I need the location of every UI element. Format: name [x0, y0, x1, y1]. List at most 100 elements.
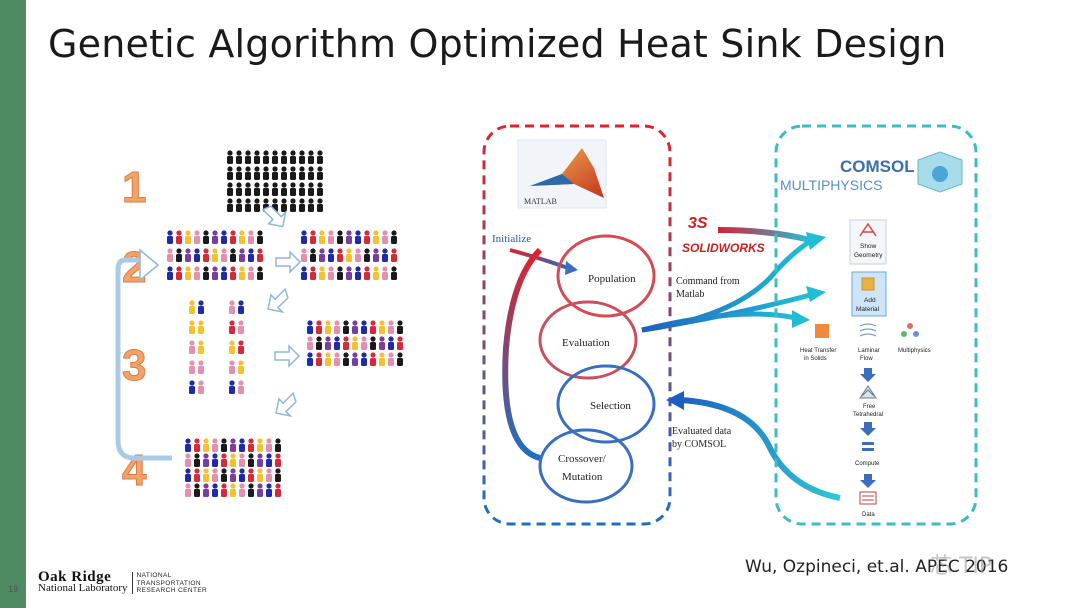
person-icon: [299, 150, 305, 164]
person-icon: [316, 336, 322, 350]
person-icon: [221, 438, 227, 452]
ga-cycle: [538, 234, 656, 504]
person-icon: [230, 230, 236, 244]
person-icon: [203, 230, 209, 244]
person-icon: [319, 266, 325, 280]
person-icon: [198, 320, 204, 334]
person-icon: [212, 453, 218, 467]
person-icon: [346, 266, 352, 280]
person-icon: [248, 248, 254, 262]
person-icon: [275, 483, 281, 497]
person-icon: [346, 248, 352, 262]
person-icon: [373, 230, 379, 244]
person-icon: [194, 468, 200, 482]
command-label-1: Command from: [676, 276, 740, 287]
person-icon: [185, 483, 191, 497]
person-icon: [325, 336, 331, 350]
person-icon: [245, 198, 251, 212]
person-icon: [194, 266, 200, 280]
svg-text:Tetrahedral: Tetrahedral: [853, 412, 883, 418]
cycle-selection: Selection: [590, 400, 631, 412]
person-icon: [203, 266, 209, 280]
command-label-2: Matlab: [676, 289, 704, 300]
person-icon: [325, 320, 331, 334]
add-material-button[interactable]: Add Material: [851, 271, 887, 317]
person-icon: [221, 483, 227, 497]
person-icon: [194, 248, 200, 262]
solidworks-arrow: [717, 227, 811, 243]
laminar-flow-button[interactable]: Laminar Flow: [858, 323, 880, 362]
person-icon: [230, 438, 236, 452]
person-icon: [281, 166, 287, 180]
initial-population: [227, 150, 323, 212]
command-arrows: [641, 237, 815, 333]
data-button[interactable]: Data: [859, 491, 877, 518]
person-icon: [310, 248, 316, 262]
person-icon: [361, 320, 367, 334]
person-icon: [198, 380, 204, 394]
loop-arrow-head: [139, 248, 160, 282]
person-icon: [189, 300, 195, 314]
person-icon: [194, 230, 200, 244]
person-icon: [355, 248, 361, 262]
person-icon: [334, 352, 340, 366]
comsol-brand-2: MULTIPHYSICS: [780, 177, 882, 193]
person-icon: [194, 438, 200, 452]
next-generation: [185, 438, 281, 497]
person-icon: [263, 150, 269, 164]
person-icon: [301, 248, 307, 262]
free-tetrahedral-button[interactable]: Free Tetrahedral: [853, 385, 883, 418]
person-icon: [230, 453, 236, 467]
person-icon: [238, 360, 244, 374]
person-icon: [212, 230, 218, 244]
slide-title: Genetic Algorithm Optimized Heat Sink De…: [48, 22, 947, 66]
loop-arrow: [115, 257, 172, 461]
ornl-line1: Oak Ridge: [38, 569, 112, 586]
evaluated-label-2: by COMSOL: [672, 439, 726, 450]
initialize-label: Initialize: [492, 233, 531, 245]
heat-transfer-button[interactable]: Heat Transfer in Solids: [800, 324, 836, 362]
person-icon: [301, 266, 307, 280]
person-icon: [272, 166, 278, 180]
person-icon: [230, 468, 236, 482]
person-icon: [236, 166, 242, 180]
matlab-label: MATLAB: [524, 197, 557, 206]
solidworks-label: SOLIDWORKS: [682, 241, 765, 255]
person-icon: [290, 182, 296, 196]
compute-button[interactable]: Compute: [855, 442, 880, 467]
person-icon: [189, 320, 195, 334]
person-icon: [317, 166, 323, 180]
person-icon: [388, 352, 394, 366]
person-icon: [212, 468, 218, 482]
person-icon: [352, 320, 358, 334]
evaluated-population: [301, 230, 397, 280]
person-icon: [310, 230, 316, 244]
svg-text:Material: Material: [856, 306, 880, 313]
ntrc-wordmark: NATIONAL TRANSPORTATION RESEARCH CENTER: [136, 572, 208, 594]
person-icon: [272, 150, 278, 164]
person-icon: [194, 453, 200, 467]
person-icon: [308, 198, 314, 212]
svg-text:3S: 3S: [688, 215, 708, 232]
person-icon: [230, 266, 236, 280]
person-icon: [198, 360, 204, 374]
evaluated-label-1: Evaluated data: [672, 426, 732, 437]
person-icon: [263, 166, 269, 180]
person-icon: [203, 438, 209, 452]
person-icon: [227, 166, 233, 180]
evaluated-arrow: [679, 397, 841, 501]
person-icon: [254, 182, 260, 196]
svg-text:Laminar: Laminar: [858, 348, 880, 354]
person-icon: [198, 300, 204, 314]
multiphysics-button[interactable]: Multiphysics: [898, 323, 931, 354]
person-icon: [203, 483, 209, 497]
show-geometry-button[interactable]: Show Geometry: [849, 219, 887, 265]
person-icon: [361, 336, 367, 350]
person-icon: [308, 150, 314, 164]
svg-text:Heat Transfer: Heat Transfer: [800, 348, 836, 354]
flow-arrows: [261, 205, 302, 418]
person-icon: [189, 340, 195, 354]
person-icon: [229, 320, 235, 334]
person-icon: [185, 266, 191, 280]
person-icon: [238, 340, 244, 354]
